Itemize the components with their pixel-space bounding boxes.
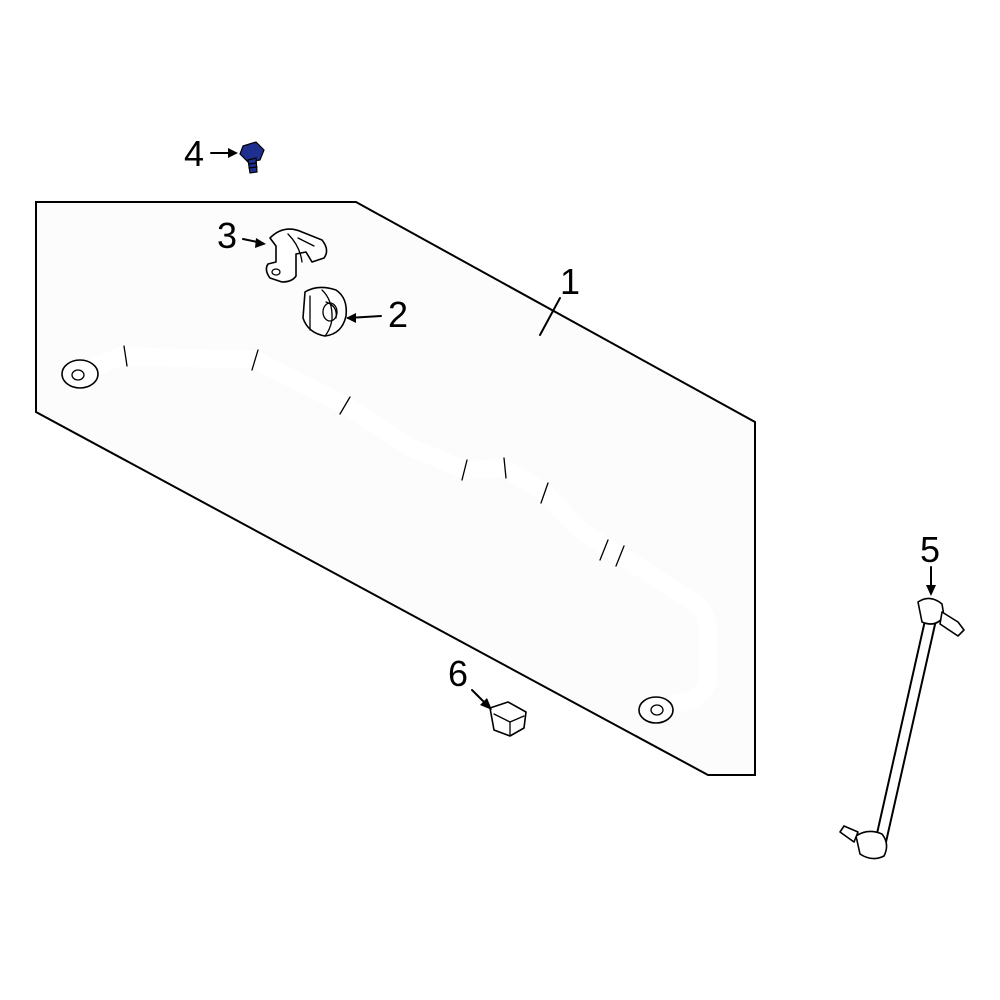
stabilizer-link[interactable] [839,597,965,860]
callout-2: 2 [388,294,408,335]
bushing[interactable] [302,286,348,337]
callout-1: 1 [560,261,580,302]
assembly-panel [35,201,756,776]
callout-6: 6 [448,653,468,694]
callout-5: 5 [920,529,940,570]
leader-lines [210,148,936,710]
callout-3: 3 [217,215,237,256]
callout-4: 4 [184,133,204,174]
stabilizer-bar[interactable] [61,345,718,724]
bolt[interactable] [239,141,265,174]
bracket[interactable] [265,228,328,283]
nut[interactable] [489,701,527,737]
